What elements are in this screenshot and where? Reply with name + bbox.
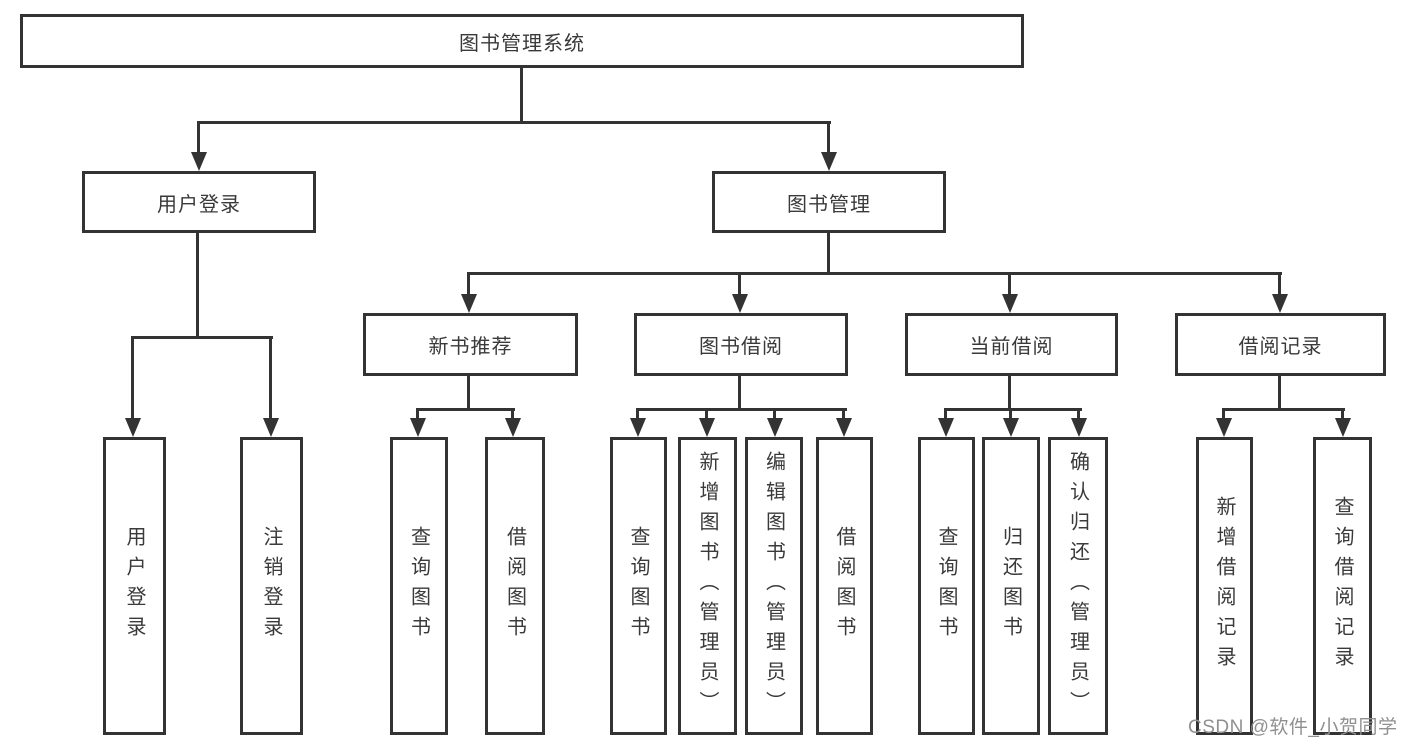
arrow-down-icon (191, 152, 207, 171)
connector-line (1008, 272, 1011, 296)
leaf-query-books-recommend: 查询图书 (390, 437, 448, 735)
leaf-edit-books-admin: 编辑图书（管理员） (745, 437, 803, 735)
arrow-down-icon (1002, 294, 1018, 313)
connector-line (773, 408, 776, 422)
connector-line (842, 408, 845, 422)
connector-line (1278, 376, 1281, 411)
connector-line (511, 408, 514, 422)
connector-line (269, 336, 272, 420)
arrow-down-icon (938, 418, 954, 437)
arrow-down-icon (732, 294, 748, 313)
leaf-add-books-admin: 新增图书（管理员） (678, 437, 737, 735)
arrow-down-icon (767, 418, 783, 437)
connector-line (197, 121, 200, 155)
connector-line (1077, 408, 1080, 422)
leaf-confirm-return-admin: 确认归还（管理员） (1048, 437, 1108, 735)
connector-line (827, 121, 830, 155)
connector-line (1278, 272, 1281, 296)
arrow-down-icon (1335, 418, 1351, 437)
node-book-management: 图书管理 (712, 171, 946, 233)
connector-line (520, 68, 523, 124)
connector-line (1341, 408, 1344, 422)
connector-line (944, 408, 1082, 411)
leaf-add-borrow-record: 新增借阅记录 (1196, 437, 1253, 735)
connector-line (738, 376, 741, 411)
arrow-down-icon (1216, 418, 1232, 437)
watermark: CSDN @软件_小贺同学 (1188, 717, 1398, 738)
leaf-user-login: 用户登录 (103, 437, 166, 735)
leaf-query-borrow-record: 查询借阅记录 (1313, 437, 1372, 735)
arrow-down-icon (821, 152, 837, 171)
arrow-down-icon (125, 418, 141, 437)
connector-line (468, 272, 1282, 275)
arrow-down-icon (461, 294, 477, 313)
node-user-login: 用户登录 (82, 171, 316, 233)
connector-line (1009, 408, 1012, 422)
arrow-down-icon (1272, 294, 1288, 313)
arrow-down-icon (630, 418, 646, 437)
connector-line (738, 272, 741, 296)
leaf-borrow-books-recommend: 借阅图书 (485, 437, 545, 735)
arrow-down-icon (410, 418, 426, 437)
leaf-logout: 注销登录 (240, 437, 303, 735)
connector-line (1222, 408, 1225, 422)
arrow-down-icon (699, 418, 715, 437)
arrow-down-icon (263, 418, 279, 437)
connector-line (196, 233, 199, 339)
node-new-book-recommendation: 新书推荐 (363, 313, 578, 376)
connector-line (705, 408, 708, 422)
connector-line (416, 408, 515, 411)
leaf-query-books-current: 查询图书 (918, 437, 975, 735)
connector-line (131, 336, 134, 420)
connector-line (636, 408, 847, 411)
connector-line (416, 408, 419, 422)
arrow-down-icon (1003, 418, 1019, 437)
arrow-down-icon (836, 418, 852, 437)
connector-line (827, 233, 830, 275)
connector-line (467, 272, 470, 296)
node-book-borrowing: 图书借阅 (634, 313, 848, 376)
connector-line (197, 121, 831, 124)
leaf-return-books: 归还图书 (982, 437, 1040, 735)
connector-line (944, 408, 947, 422)
node-borrow-records: 借阅记录 (1175, 313, 1386, 376)
connector-line (132, 336, 273, 339)
connector-line (467, 376, 470, 411)
arrow-down-icon (505, 418, 521, 437)
node-library-system: 图书管理系统 (20, 14, 1024, 68)
node-current-borrowing: 当前借阅 (905, 313, 1118, 376)
arrow-down-icon (1071, 418, 1087, 437)
connector-line (636, 408, 639, 422)
leaf-query-books-borrowing: 查询图书 (610, 437, 667, 735)
connector-line (1222, 408, 1345, 411)
connector-line (1008, 376, 1011, 411)
leaf-borrow-books-borrowing: 借阅图书 (816, 437, 873, 735)
